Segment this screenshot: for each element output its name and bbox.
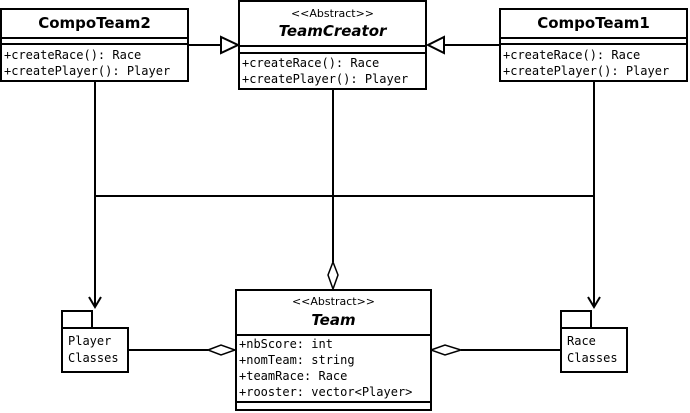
attribute: +nbScore: int: [239, 337, 333, 351]
dep-arrowhead-race: [587, 296, 601, 309]
package-player-classes: Player Classes: [61, 310, 129, 373]
stereotype: <<Abstract>>: [292, 295, 375, 308]
inherit-arrowhead-left: [220, 35, 241, 55]
package-label: Race: [567, 334, 596, 348]
attribute: +nomTeam: string: [239, 353, 355, 367]
class-compoteam2: CompoTeam2 +createRace(): Race +createPl…: [0, 8, 189, 82]
package-label: Classes: [567, 351, 618, 365]
agg-diamond-top: [327, 259, 339, 292]
method: +createPlayer(): Player: [503, 64, 669, 78]
class-name: CompoTeam2: [38, 14, 151, 32]
class-name: CompoTeam1: [537, 14, 650, 32]
method: +createPlayer(): Player: [4, 64, 170, 78]
method: +createPlayer(): Player: [242, 72, 408, 86]
class-name: TeamCreator: [279, 22, 388, 40]
method: +createRace(): Race: [4, 48, 141, 62]
dep-arrowhead-player: [88, 296, 102, 309]
method: +createRace(): Race: [503, 48, 640, 62]
agg-diamond-left: [205, 344, 238, 356]
package-label: Player: [68, 334, 111, 348]
method: +createRace(): Race: [242, 56, 379, 70]
package-label: Classes: [68, 351, 119, 365]
class-compoteam1: CompoTeam1 +createRace(): Race +createPl…: [499, 8, 688, 82]
agg-diamond-right: [428, 344, 464, 356]
attribute: +teamRace: Race: [239, 369, 347, 383]
class-team: <<Abstract>> Team +nbScore: int +nomTeam…: [235, 289, 432, 411]
inherit-arrowhead-right: [425, 35, 445, 55]
stereotype: <<Abstract>>: [291, 7, 374, 20]
class-teamcreator: <<Abstract>> TeamCreator +createRace(): …: [238, 0, 427, 90]
package-race-classes: Race Classes: [560, 310, 628, 373]
attribute: +rooster: vector<Player>: [239, 385, 412, 399]
class-name: Team: [311, 311, 355, 329]
